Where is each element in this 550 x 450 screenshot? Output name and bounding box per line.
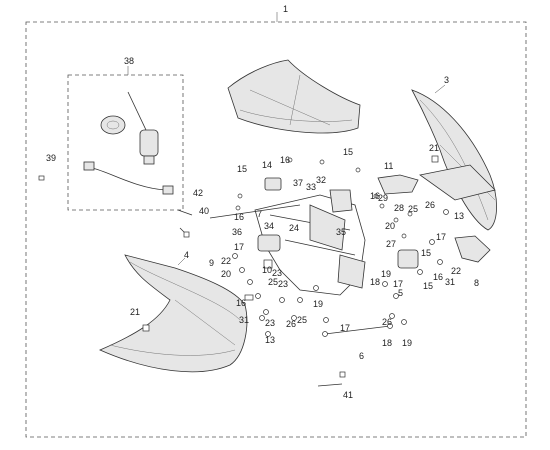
callout-23c: 23 — [278, 279, 288, 289]
lower-fairing-left — [98, 254, 248, 373]
callout-31a: 31 — [239, 315, 249, 325]
callout-13b: 13 — [265, 335, 275, 345]
callout-38: 38 — [124, 56, 134, 66]
callout-15c: 15 — [421, 248, 431, 258]
callout-19a: 19 — [381, 269, 391, 279]
callout-20b: 20 — [221, 269, 231, 279]
headlight-left — [257, 234, 281, 252]
callout-23a: 23 — [272, 268, 282, 278]
callout-22b: 22 — [451, 266, 461, 276]
callout-18b: 18 — [382, 338, 392, 348]
callout-33: 33 — [306, 182, 316, 192]
callout-17d: 17 — [340, 323, 350, 333]
callout-6: 6 — [359, 351, 364, 361]
callout-10: 10 — [262, 265, 272, 275]
callout-17c: 17 — [393, 279, 403, 289]
callout-32: 32 — [316, 175, 326, 185]
callout-16d: 16 — [433, 272, 443, 282]
callout-15a: 15 — [237, 164, 247, 174]
callout-3: 3 — [444, 75, 449, 85]
callout-18a: 18 — [370, 277, 380, 287]
callout-17b: 17 — [436, 232, 446, 242]
callout-20a: 20 — [385, 221, 395, 231]
rod-6 — [322, 323, 393, 337]
callout-26a: 26 — [286, 319, 296, 329]
headlight-right — [397, 249, 419, 269]
callout-22a: 22 — [221, 256, 231, 266]
callout-8: 8 — [474, 278, 479, 288]
callout-26b: 26 — [425, 200, 435, 210]
callout-42: 42 — [193, 188, 203, 198]
clip-21-top — [431, 155, 439, 163]
callout-26c: 26 — [382, 317, 392, 327]
callout-21a: 21 — [429, 143, 439, 153]
clip-21-left — [142, 324, 150, 332]
callout-28: 28 — [394, 203, 404, 213]
callout-16a: 16 — [280, 155, 290, 165]
callout-25c: 25 — [408, 204, 418, 214]
callout-19c: 19 — [402, 338, 412, 348]
callout-34: 34 — [264, 221, 274, 231]
callout-16b: 16 — [234, 212, 244, 222]
windscreen — [227, 59, 361, 134]
inset-frame — [67, 74, 184, 211]
hardware-screws — [232, 157, 449, 337]
callout-15d: 15 — [423, 281, 433, 291]
callout-21b: 21 — [130, 307, 140, 317]
callout-40: 40 — [199, 206, 209, 216]
fastener-41 — [317, 371, 346, 387]
callout-14: 14 — [262, 160, 272, 170]
callout-13a: 13 — [454, 211, 464, 221]
callout-16e: 16 — [236, 298, 246, 308]
callout-17a: 17 — [234, 242, 244, 252]
callout-9: 9 — [209, 258, 214, 268]
callout-36: 36 — [232, 227, 242, 237]
callout-19b: 19 — [313, 299, 323, 309]
callout-39: 39 — [46, 153, 56, 163]
mirror-bracket — [377, 174, 419, 195]
ignition-switch-assembly — [83, 91, 174, 195]
callout-11: 11 — [384, 161, 393, 171]
callout-41: 41 — [343, 390, 353, 400]
fairing-bracket — [209, 189, 366, 296]
callout-16c: 16 — [370, 191, 380, 201]
callout-31b: 31 — [445, 277, 455, 287]
callout-35: 35 — [336, 227, 346, 237]
fastener-40-42 — [177, 209, 193, 238]
callout-4: 4 — [184, 250, 189, 260]
callout-5: 5 — [398, 288, 403, 298]
callout-1: 1 — [283, 4, 288, 14]
fairing-panel-right — [411, 89, 497, 231]
callout-25b: 25 — [297, 315, 307, 325]
callout-29: 29 — [378, 193, 388, 203]
lamp-14 — [264, 177, 282, 191]
screw-39 — [38, 175, 45, 181]
callout-27: 27 — [386, 239, 396, 249]
callout-7: 7 — [257, 209, 262, 219]
callout-37: 37 — [293, 178, 303, 188]
callout-23b: 23 — [265, 318, 275, 328]
callout-15b: 15 — [343, 147, 353, 157]
bracket-8 — [454, 235, 491, 263]
assembly-frame — [25, 21, 527, 438]
callout-24: 24 — [289, 223, 299, 233]
callout-25a: 25 — [268, 277, 278, 287]
